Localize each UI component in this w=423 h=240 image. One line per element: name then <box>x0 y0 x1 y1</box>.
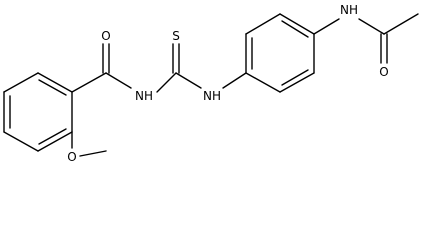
thio-sulfur-label: S <box>172 29 180 43</box>
bond <box>175 72 202 89</box>
bond <box>3 72 39 93</box>
aromatic-bond <box>281 69 309 86</box>
methoxy-oxygen-label: O <box>67 150 76 164</box>
acetyl-oxygen-label: O <box>379 65 388 79</box>
benzene-ring-left <box>3 72 73 152</box>
carbonyl-oxygen-label: O <box>101 29 110 43</box>
bond <box>358 18 385 35</box>
bond <box>222 72 247 89</box>
bond <box>105 72 132 89</box>
aromatic-bond <box>281 20 309 38</box>
bond <box>37 131 73 152</box>
aromatic-bond <box>38 79 67 96</box>
bond <box>245 13 281 35</box>
bond <box>279 72 315 93</box>
bond <box>79 150 107 157</box>
structure-diagram: O S NH NH NH O O <box>3 3 419 164</box>
bond <box>37 72 73 93</box>
amide-nh-label: NH <box>135 89 153 103</box>
aromatic-bond <box>38 128 67 145</box>
bond <box>383 13 419 35</box>
thiourea-nh-label: NH <box>203 89 221 103</box>
bond <box>3 131 39 152</box>
bond <box>156 72 177 93</box>
bond <box>313 18 340 35</box>
bond <box>71 72 107 93</box>
bond <box>245 72 281 93</box>
bond <box>279 13 315 35</box>
benzene-ring-right <box>245 13 315 93</box>
acetamido-nh-label: NH <box>340 3 358 17</box>
